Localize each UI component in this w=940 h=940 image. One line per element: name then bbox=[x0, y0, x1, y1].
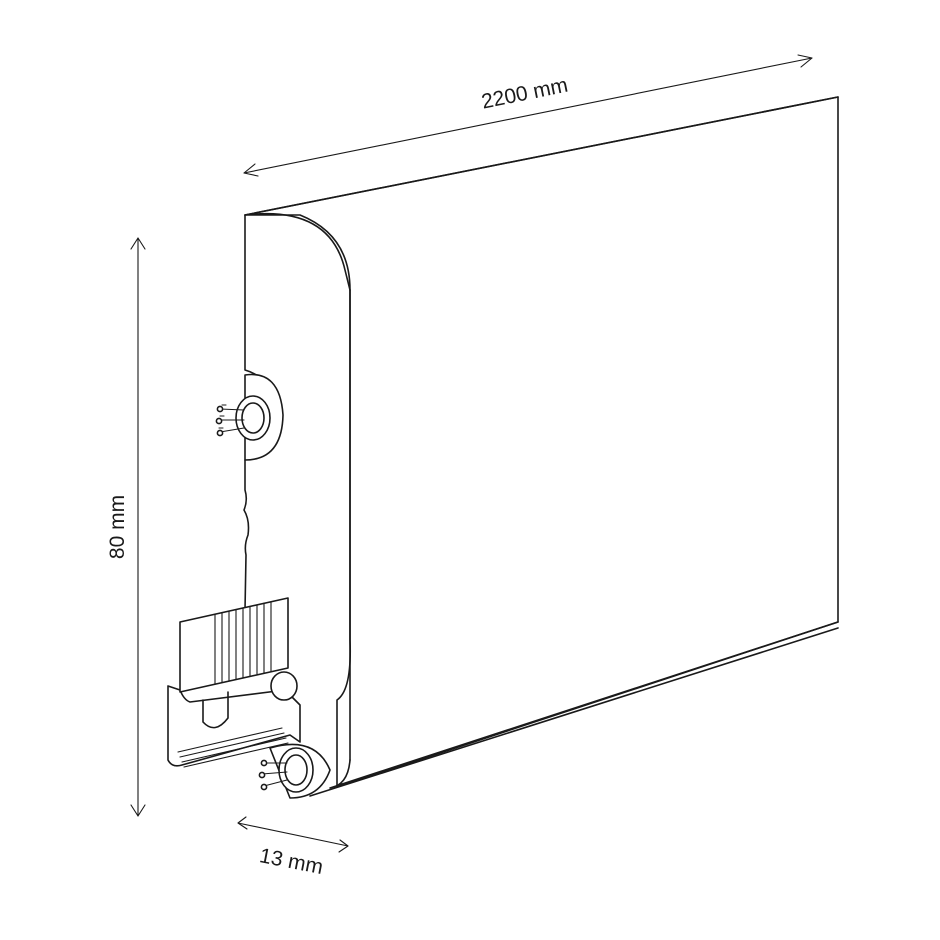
upper-cable-wires bbox=[218, 404, 245, 433]
mounting-clip bbox=[167, 597, 301, 768]
upper-cable-sheath bbox=[235, 395, 271, 441]
lower-wire-end-3 bbox=[260, 783, 268, 791]
upper-wire-end-3 bbox=[216, 429, 224, 437]
height-arrow-top bbox=[130, 237, 146, 250]
clip-ridges bbox=[177, 727, 289, 768]
upper-cable-channel bbox=[215, 373, 284, 461]
bottom-back-edge bbox=[309, 627, 839, 797]
adhesive-tab bbox=[179, 597, 289, 693]
top-rounded-edge bbox=[244, 212, 351, 291]
adhesive-tab-ribs bbox=[214, 601, 272, 685]
length-arrow-start bbox=[243, 163, 259, 177]
clip-slot bbox=[202, 691, 229, 729]
upper-wire-end-1 bbox=[216, 405, 224, 413]
clip-knob bbox=[270, 671, 298, 701]
lower-cable-sheath bbox=[278, 747, 314, 793]
thickness-arrow-start bbox=[237, 816, 248, 830]
length-dimension-line bbox=[243, 57, 813, 174]
lower-cable-inner bbox=[284, 754, 308, 786]
upper-wire-end-2 bbox=[215, 417, 223, 425]
lower-wire-end-2 bbox=[258, 771, 266, 779]
thickness-dimension: 13 mm bbox=[237, 816, 349, 879]
height-dimension: 80 mm bbox=[106, 237, 146, 817]
thickness-label: 13 mm bbox=[258, 844, 325, 879]
lower-cable-wires bbox=[261, 762, 288, 787]
lower-wire-end-1 bbox=[260, 759, 268, 767]
front-face bbox=[244, 96, 839, 788]
height-label: 80 mm bbox=[106, 495, 129, 559]
top-edge bbox=[244, 96, 839, 216]
thickness-arrow-end bbox=[338, 839, 349, 853]
clip-body bbox=[167, 685, 301, 767]
length-label: 2200 mm bbox=[480, 74, 570, 114]
bottom-edge bbox=[329, 621, 839, 789]
height-arrow-bottom bbox=[130, 804, 146, 817]
length-arrow-end bbox=[797, 54, 813, 68]
lower-cable-channel bbox=[258, 743, 331, 799]
thickness-dimension-line bbox=[237, 822, 349, 847]
skirting-board bbox=[243, 96, 839, 797]
upper-cable-inner bbox=[241, 402, 265, 434]
